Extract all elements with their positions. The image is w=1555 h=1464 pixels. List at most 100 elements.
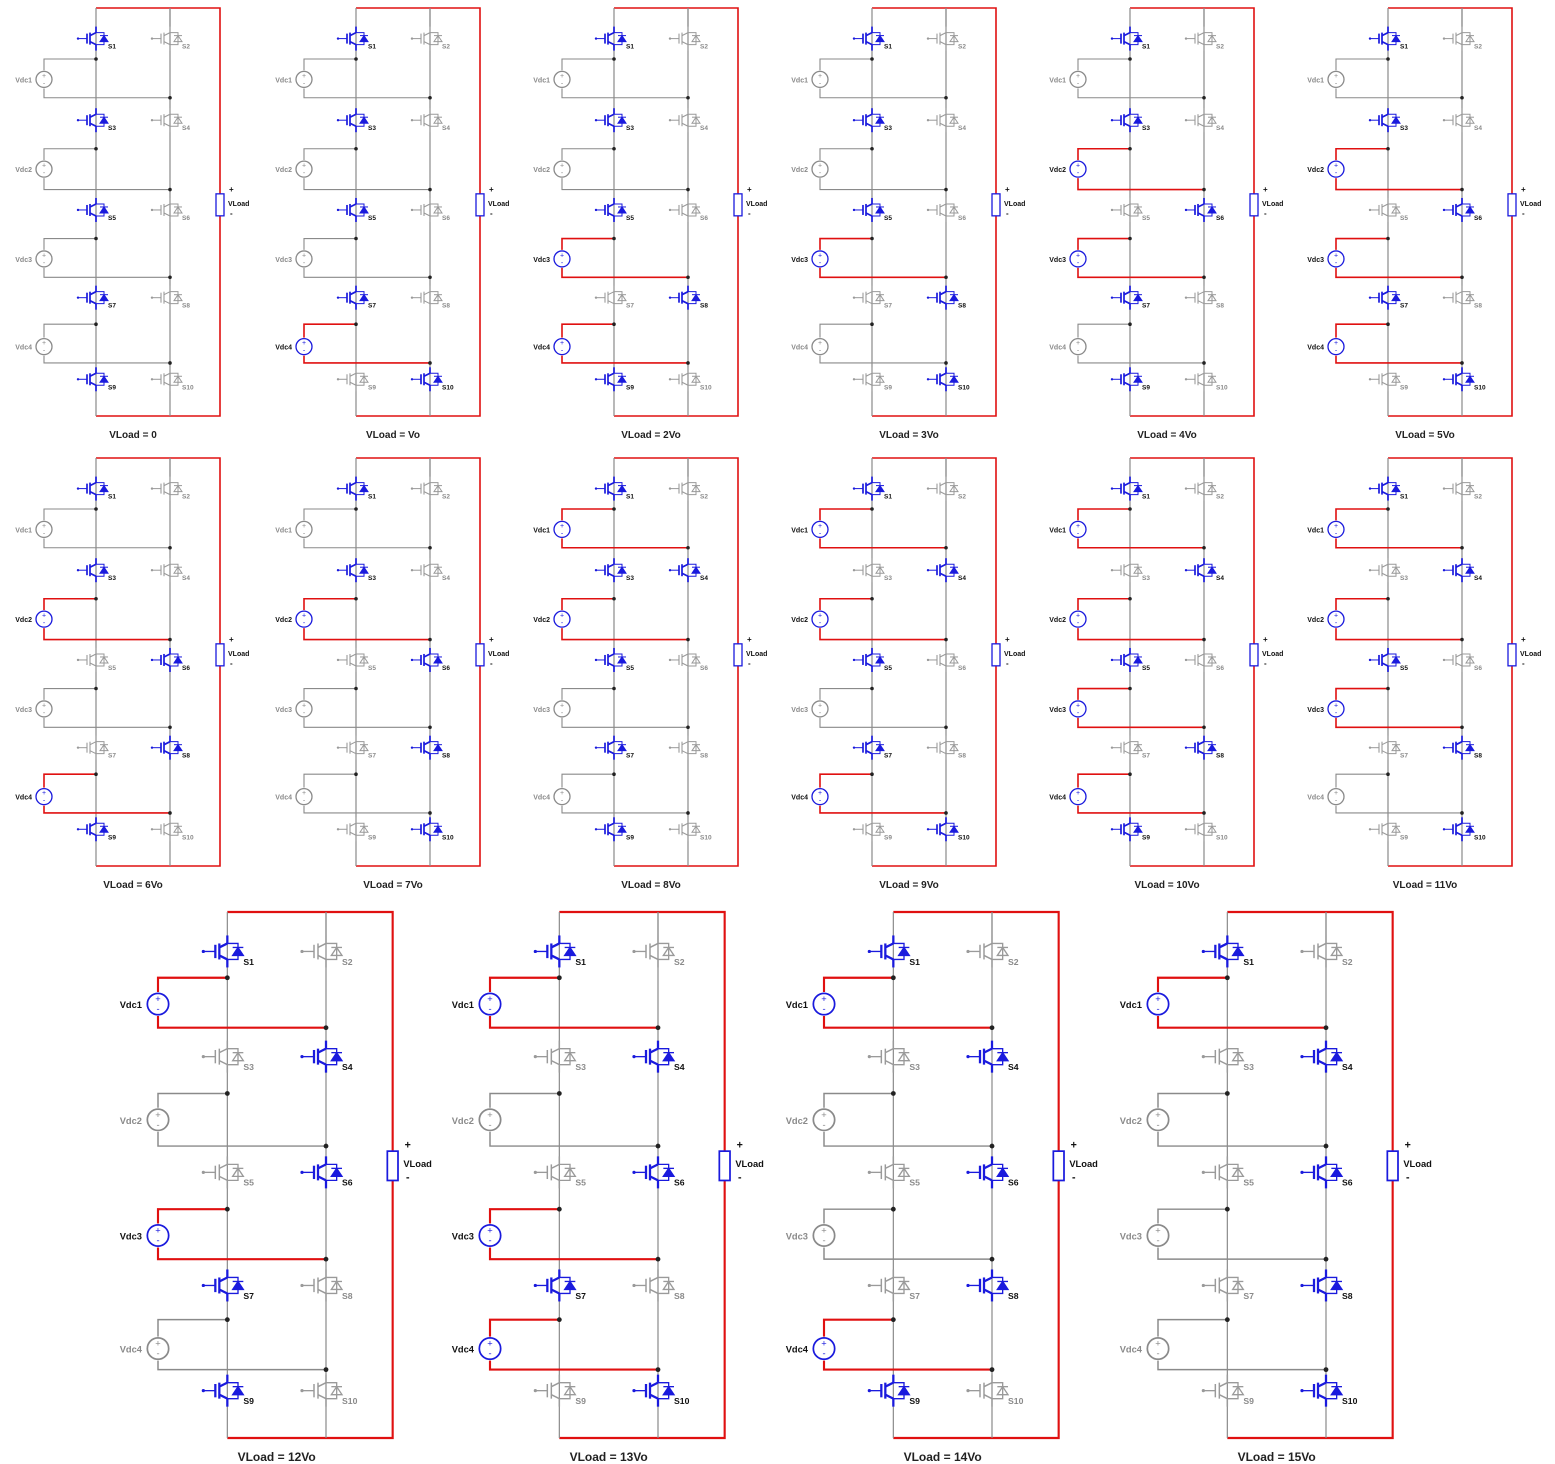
source-plus-icon: + [1155,994,1160,1004]
source-top-wire [1077,508,1130,521]
switch-label: S7 [884,303,892,310]
switch-s6: S6 [410,197,450,222]
source-plus-icon: + [1076,523,1080,530]
source-bottom-wire [156,1016,326,1029]
diode-loop [1227,1381,1239,1400]
diode-loop [559,1047,571,1066]
igbt-body [218,942,228,961]
gate-terminal [1184,487,1188,490]
gate-terminal [150,658,154,662]
diode-loop [1462,482,1471,496]
igbt-diode-icon [1207,825,1217,833]
source-bottom-wire [819,805,946,814]
gate-terminal [1368,828,1372,831]
source-label: Vdc3 [1307,707,1324,714]
switch-s4: S4 [150,558,190,583]
source-minus-icon: - [1156,1235,1159,1245]
switch-s7: S7 [1110,285,1150,310]
igbt-diode-icon [691,484,701,493]
igbt-diode-icon [875,206,885,214]
gate-terminal [1368,569,1372,572]
gate-terminal [410,487,414,490]
switch-s10: S10 [966,1374,1024,1407]
gate-terminal [668,487,672,490]
source-label: Vdc4 [533,345,550,352]
source-minus-icon: - [822,1120,825,1130]
source-bottom-wire [561,805,688,814]
gate-terminal [533,1389,537,1393]
load: +VLoad- [215,635,249,668]
gate-terminal [1110,378,1114,381]
source-label: Vdc3 [1049,257,1066,264]
source-plus-icon: + [560,613,564,620]
source-bottom-wire [561,717,688,728]
source-vdc3: +-Vdc3 [15,236,172,280]
diode-loop [1130,563,1139,577]
diode-loop [430,113,439,127]
load-label: VLoad [746,651,767,658]
dc-voltage-source-icon [812,1108,836,1132]
gate-terminal [533,1283,537,1288]
gate-terminal [336,296,340,299]
switch-s2: S2 [410,26,450,51]
load-minus: - [1006,209,1009,218]
diode-loop [893,1047,905,1066]
switch-label: S2 [182,494,190,501]
node-dot [890,1206,896,1212]
load-loop-wire [227,910,394,1440]
switch-label: S8 [700,303,708,310]
diode-loop [893,1276,905,1295]
gate-terminal [926,119,930,122]
load-plus: + [489,185,494,194]
node-dot [655,1025,661,1031]
switch-label: S7 [626,303,634,310]
igbt-diode-icon [1465,375,1475,383]
source-minus-icon: - [1077,620,1080,627]
gate-terminal [594,569,598,572]
gate-terminal [1300,1055,1304,1059]
node-dot [1386,236,1390,241]
switch-s1: S1 [336,476,376,501]
gate-terminal [1368,37,1372,40]
source-minus-icon: - [303,798,306,805]
node-dot [1460,545,1464,550]
igbt-diode-icon [1133,34,1143,43]
switch-s9: S9 [336,367,376,392]
igbt-diode-icon [1231,946,1245,957]
switch-label: S4 [1216,125,1224,132]
igbt-body [89,290,97,305]
source-plus-icon: + [560,340,564,347]
igbt-diode-icon [617,743,627,752]
igbt-diode-icon [1391,566,1401,574]
source-minus-icon: - [1335,530,1338,537]
igbt-diode-icon [359,825,369,833]
diode-loop [688,203,697,217]
diode-loop [170,32,179,46]
source-top-wire [1335,237,1388,250]
source-top-wire [489,1092,560,1108]
source-bottom-wire [822,1016,992,1029]
source-label: Vdc4 [120,1345,143,1355]
dc-voltage-source-icon [811,520,829,539]
node-dot [944,725,948,730]
source-label: Vdc1 [533,77,550,84]
node-dot [944,361,948,365]
switch-label: S1 [108,494,116,501]
source-plus-icon: + [560,523,564,530]
node-dot [556,975,562,981]
igbt-body [1123,741,1131,755]
gate-terminal [1201,1055,1205,1059]
switch-s4: S4 [1442,558,1482,583]
source-plus-icon: + [818,702,822,709]
switch-s9: S9 [852,367,892,392]
gate-terminal [1368,487,1372,490]
dc-voltage-source-icon [553,70,571,89]
source-label: Vdc1 [1307,527,1324,534]
igbt-diode-icon [949,566,959,574]
igbt-diode-icon [1207,34,1217,43]
igbt-body [1317,1381,1327,1400]
dc-voltage-source-icon [1327,250,1345,268]
source-plus-icon: + [42,523,46,530]
load: +VLoad- [991,185,1025,218]
